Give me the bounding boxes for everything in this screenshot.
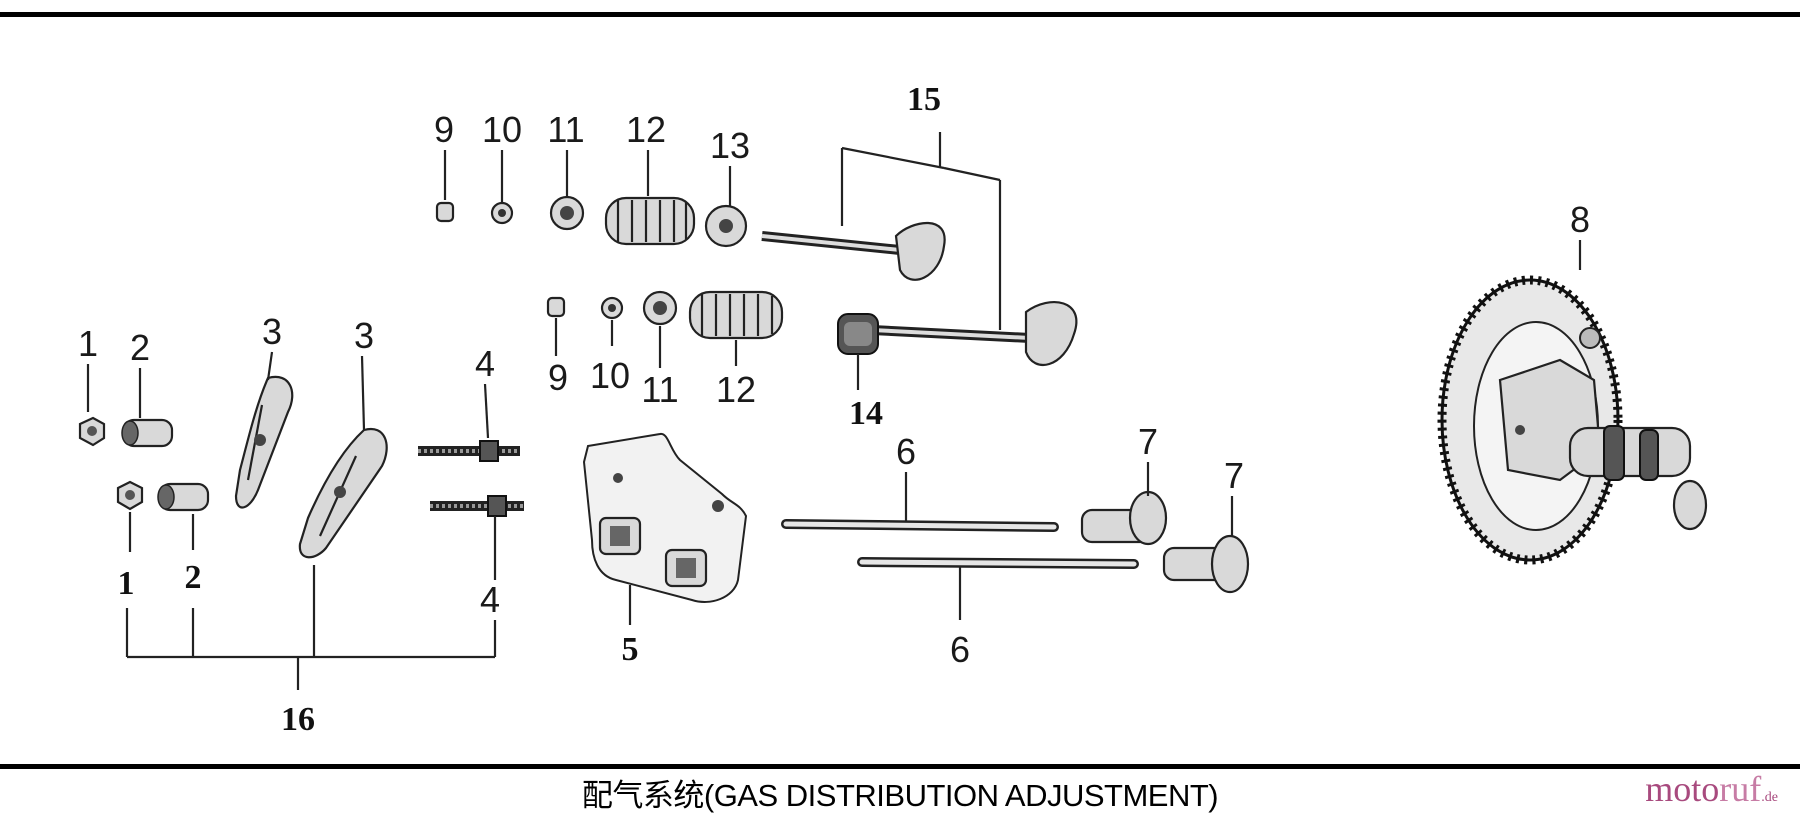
- callout-11-upper: 11: [547, 109, 584, 150]
- callout-3-left: 3: [262, 311, 282, 352]
- callout-6-upper: 6: [896, 431, 916, 472]
- part-7-tappet-upper: [1080, 490, 1168, 546]
- callout-9-upper: 9: [434, 109, 454, 150]
- part-13-washer: [704, 204, 748, 248]
- callout-5: 5: [622, 631, 639, 668]
- part-15-bracket: [840, 132, 1002, 330]
- watermark-logo: motoruf.de: [1645, 768, 1778, 810]
- part-2-adjuster-lower: [157, 482, 210, 512]
- callout-16: 16: [281, 701, 315, 738]
- part-1-nut-upper: [78, 416, 106, 447]
- callout-12-upper: 12: [626, 109, 666, 150]
- diagram-caption: 配气系统(GAS DISTRIBUTION ADJUSTMENT): [581, 778, 1219, 813]
- part-10-collet-lower: [600, 296, 624, 320]
- part-12-spring-lower: [688, 290, 784, 340]
- watermark-main: moto: [1645, 769, 1720, 809]
- callout-12-lower: 12: [716, 369, 756, 410]
- part-11-retainer-lower: [642, 290, 678, 326]
- part-9-cap-upper: [435, 201, 455, 223]
- callout-11-lower: 11: [641, 369, 678, 410]
- part-15-valve-upper: [761, 221, 946, 281]
- watermark-suffix: .de: [1761, 790, 1778, 805]
- callout-4-upper: 4: [475, 343, 495, 384]
- callout-8: 8: [1570, 199, 1590, 240]
- leader-3a: [266, 351, 274, 381]
- callout-7-upper: 7: [1138, 421, 1158, 462]
- part-16-group-bracket: [125, 565, 497, 690]
- callout-13: 13: [710, 125, 750, 166]
- part-4-stud-lower: [430, 495, 524, 517]
- part-8-camshaft-gear: [1437, 275, 1708, 565]
- watermark-accent: ruf: [1719, 769, 1762, 809]
- part-14-valve-seal: [837, 313, 879, 355]
- callout-14: 14: [849, 395, 883, 432]
- callout-10-lower: 10: [590, 355, 630, 396]
- callout-1-lower: 1: [118, 565, 135, 602]
- part-7-tappet-lower: [1162, 534, 1250, 594]
- part-3-rocker-arm-right: [298, 427, 388, 559]
- part-3-rocker-arm-left: [234, 375, 294, 509]
- leader-4a: [483, 383, 490, 439]
- part-6-push-rod-upper: [781, 519, 1059, 532]
- callout-10-upper: 10: [482, 109, 522, 150]
- part-6-push-rod-lower: [857, 557, 1139, 569]
- callout-3-right: 3: [354, 315, 374, 356]
- callout-15: 15: [907, 81, 941, 118]
- part-9-cap-lower: [546, 296, 566, 318]
- part-11-retainer-upper: [549, 195, 585, 231]
- part-1-nut-lower: [116, 480, 144, 511]
- part-5-guide-plate: [582, 432, 748, 603]
- part-4-stud-upper: [418, 440, 520, 462]
- leader-3b: [360, 355, 366, 431]
- callout-6-lower: 6: [950, 629, 970, 670]
- part-10-collet-upper: [490, 201, 514, 225]
- callout-1-upper: 1: [78, 323, 98, 364]
- callout-4-lower: 4: [480, 579, 500, 620]
- part-12-spring-upper: [604, 196, 696, 246]
- part-15-valve-lower: [871, 300, 1078, 367]
- part-2-adjuster-upper: [121, 418, 174, 448]
- bottom-border-line: [0, 764, 1800, 769]
- callout-9-lower: 9: [548, 357, 568, 398]
- callout-2-lower: 2: [185, 559, 202, 596]
- callout-7-lower: 7: [1224, 455, 1244, 496]
- callout-2-upper: 2: [130, 327, 150, 368]
- top-border-line: [0, 12, 1800, 17]
